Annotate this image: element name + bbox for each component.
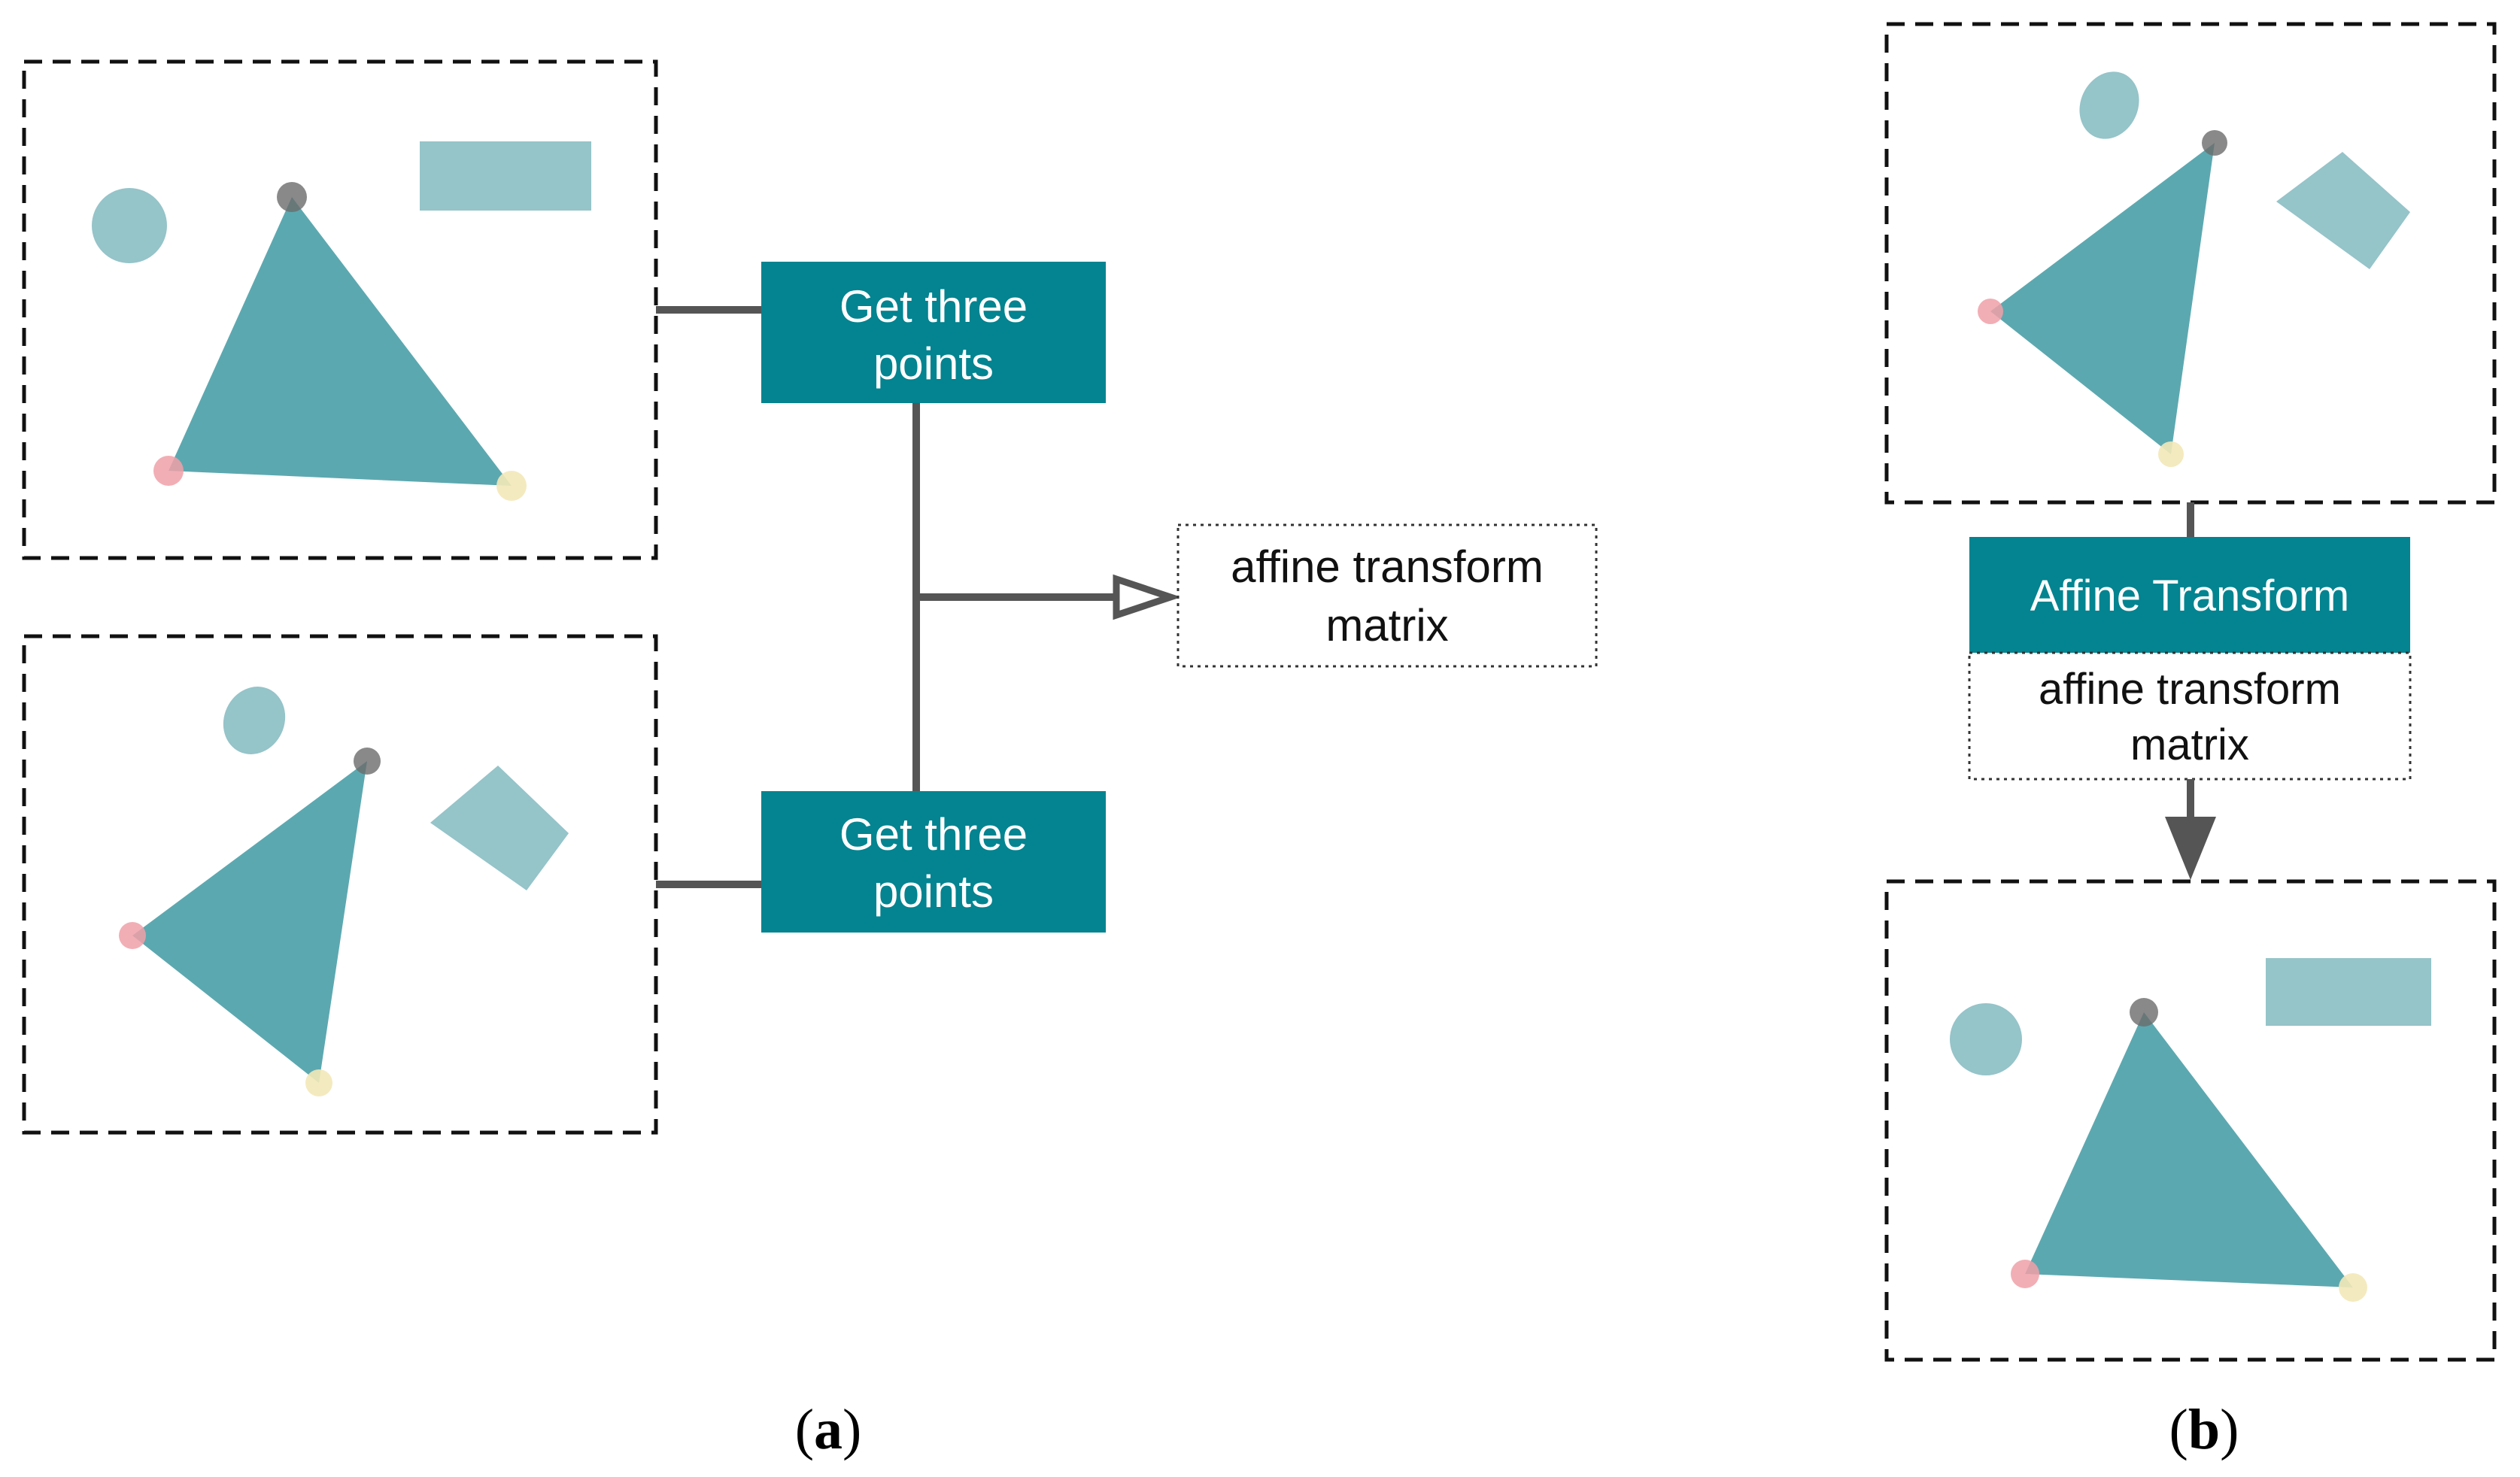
panel-b: Affine Transform affine transform matrix (1884, 22, 2497, 1362)
triangle-shape (2025, 1012, 2353, 1287)
output-box-label: matrix (1325, 600, 1448, 651)
panel-a: Get three points Get three points affine… (22, 59, 1598, 1135)
caption-paren: ( (2169, 1398, 2188, 1461)
caption-b: (b) (2169, 1397, 2239, 1463)
output-image-frame (1884, 879, 2497, 1362)
circle-shape (92, 188, 167, 263)
anchor-point-top (2202, 130, 2227, 156)
process-box-label: points (873, 866, 994, 917)
source-image-frame-2 (22, 634, 658, 1135)
get-three-points-box-top: Get three points (761, 262, 1106, 403)
process-box-label: Get three (839, 809, 1028, 860)
process-box (761, 262, 1106, 403)
anchor-point-left (119, 922, 146, 949)
ellipse-shape (2079, 71, 2139, 139)
process-box (761, 791, 1106, 933)
triangle-shape (132, 761, 367, 1083)
ellipse-shape (223, 687, 286, 754)
caption-a: (a) (795, 1397, 862, 1463)
anchor-point-top (2130, 998, 2158, 1027)
anchor-point-right (496, 471, 527, 501)
anchor-point-top (354, 748, 381, 775)
down-arrow-head (2165, 817, 2216, 880)
affine-matrix-output-box: affine transform matrix (1177, 523, 1598, 668)
rotated-rectangle-shape (2276, 152, 2410, 269)
process-box-label: Affine Transform (2030, 572, 2349, 620)
process-box-label: points (873, 338, 994, 389)
matrix-box-label: matrix (2130, 720, 2249, 769)
caption-paren: ) (2220, 1398, 2239, 1461)
caption-letter: b (2188, 1398, 2221, 1461)
anchor-point-bottom (305, 1069, 332, 1096)
caption-letter: a (814, 1398, 843, 1461)
source-image-frame-1 (22, 59, 658, 560)
triangle-shape (169, 197, 512, 486)
affine-transform-box: Affine Transform (1969, 537, 2410, 653)
affine-matrix-box: affine transform matrix (1968, 651, 2412, 781)
circle-shape (1950, 1003, 2022, 1075)
caption-paren: ) (843, 1398, 862, 1461)
anchor-point-left (2011, 1260, 2039, 1288)
anchor-point-top (277, 182, 307, 212)
input-image-frame (1884, 22, 2497, 505)
anchor-point-right (2339, 1273, 2367, 1302)
rectangle-shape (2266, 958, 2431, 1026)
output-arrow-head (1113, 574, 1182, 620)
output-box-label: affine transform (1231, 541, 1544, 592)
rotated-rectangle-shape (430, 766, 569, 890)
anchor-point-bottom (2158, 441, 2184, 467)
anchor-point-left (1978, 299, 2003, 324)
anchor-point-left (153, 456, 184, 486)
process-box-label: Get three (839, 281, 1028, 332)
rectangle-shape (420, 141, 591, 211)
process-box (1969, 537, 2410, 653)
matrix-box-border (1968, 651, 2412, 781)
triangle-shape (1990, 143, 2215, 454)
get-three-points-box-bottom: Get three points (761, 791, 1106, 933)
caption-paren: ( (794, 1398, 814, 1461)
matrix-box-label: affine transform (2039, 665, 2341, 714)
output-box-border (1177, 523, 1598, 668)
